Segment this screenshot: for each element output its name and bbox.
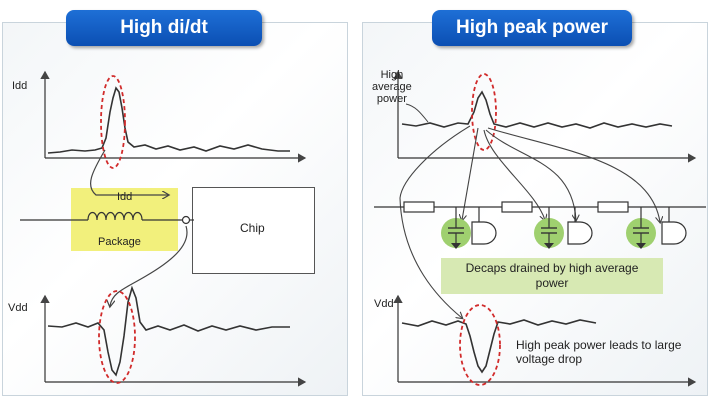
chip-label: Chip: [240, 221, 265, 235]
decap-group-3: [626, 207, 687, 249]
peak-power-note-line2: voltage drop: [516, 352, 583, 366]
right-idd-axes: [393, 70, 697, 163]
right-vdd-axis-label: Vdd: [374, 298, 394, 310]
right-vdd-dip-ellipse: [459, 304, 501, 386]
avg-power-pointer: [405, 103, 429, 123]
left-panel-title: High di/dt: [66, 10, 262, 46]
left-vdd-axis-label: Vdd: [8, 302, 28, 314]
right-idd-peak-ellipse: [471, 73, 497, 151]
left-idd-peak-ellipse: [100, 75, 126, 169]
right-idd-waveform: [401, 90, 673, 129]
left-vdd-axes: [40, 294, 307, 387]
avg-power-label: High average power: [372, 69, 412, 105]
left-idd-waveform: [47, 86, 290, 154]
chip-box: [192, 187, 315, 274]
decaps-note-line1: Decaps drained by high average: [465, 261, 639, 275]
left-vdd-dip-ellipse: [98, 290, 136, 384]
left-idd-arrow: [89, 149, 168, 195]
left-vdd-arrow: [110, 225, 188, 306]
left-vdd-waveform: [47, 285, 290, 377]
right-panel-title: High peak power: [432, 10, 632, 46]
idd-box-label: Idd: [117, 191, 133, 203]
left-circuit: [20, 211, 194, 225]
decaps-note: Decaps drained by high average power: [441, 258, 663, 294]
right-vdd-axes: [393, 294, 697, 387]
peak-power-note-line1: High peak power leads to large: [516, 338, 682, 352]
right-power-rail: [374, 201, 706, 213]
right-vdd-waveform: [401, 319, 597, 374]
left-idd-axis-label: Idd: [12, 80, 28, 92]
decaps-note-line2: power: [535, 276, 569, 290]
avg-power-label-line3: power: [376, 93, 407, 105]
avg-power-label-line1: High: [380, 69, 404, 81]
package-label: Package: [98, 236, 141, 248]
decap-group-1: [441, 207, 497, 249]
peak-power-note: High peak power leads to large voltage d…: [516, 338, 681, 366]
left-idd-axes: [40, 70, 307, 163]
right-idd-arrows: [399, 125, 660, 318]
decap-group-2: [534, 207, 593, 249]
avg-power-label-line2: average: [372, 81, 412, 93]
